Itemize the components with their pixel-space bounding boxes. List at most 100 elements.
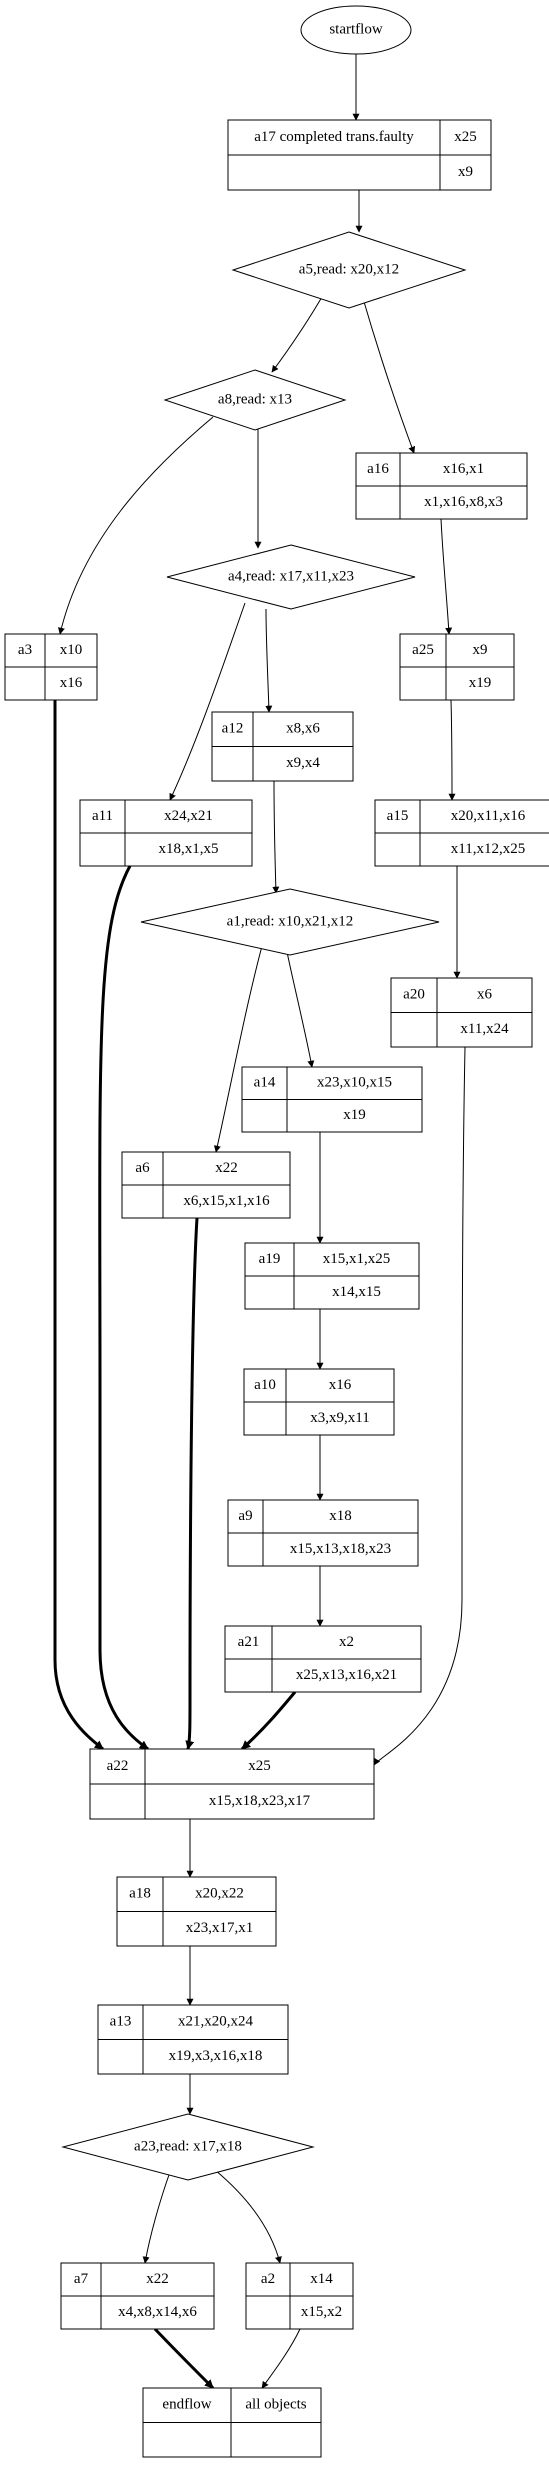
node-a9-top: x18 bbox=[329, 1508, 352, 1524]
decision-a1-label: a1,read: x10,x21,x12 bbox=[227, 913, 354, 929]
node-a11-bottom: x18,x1,x5 bbox=[159, 841, 219, 857]
decision-a4-shape bbox=[166, 544, 416, 610]
edge-a4-to-a12 bbox=[265, 608, 273, 713]
node-a9-label: a9 bbox=[238, 1508, 252, 1524]
nodes-layer: startflow a17 completed trans.faulty x25 x9… bbox=[4, 5, 549, 2458]
decision-a23: a23,read: x17,x18 bbox=[61, 2113, 315, 2181]
edge-a5-to-a16 bbox=[361, 294, 416, 454]
node-a11: a11 x24,x21 x18,x1,x5 bbox=[79, 799, 253, 867]
node-a22-top: x25 bbox=[248, 1758, 271, 1774]
node-a22-label: a22 bbox=[107, 1758, 129, 1774]
node-a3-top: x10 bbox=[60, 642, 83, 658]
edge-a7-to-endflow bbox=[153, 2327, 215, 2390]
decision-a8: a8,read: x13 bbox=[163, 369, 347, 431]
node-endflow: endflow all objects bbox=[142, 2387, 322, 2458]
node-a2-label: a2 bbox=[261, 2271, 275, 2287]
edge-a23-to-a2 bbox=[214, 2169, 282, 2264]
edge-a20-to-a22 bbox=[373, 1046, 466, 1766]
node-a7-label: a7 bbox=[74, 2271, 89, 2287]
node-a6-top: x22 bbox=[215, 1160, 238, 1176]
node-a20: a20 x6 x11,x24 bbox=[390, 977, 533, 1048]
node-a15-label: a15 bbox=[387, 808, 409, 824]
node-a20-top: x6 bbox=[477, 987, 493, 1003]
node-a16-label: a16 bbox=[367, 461, 389, 477]
node-a3-label: a3 bbox=[18, 642, 32, 658]
node-a18: a18 x20,x22 x23,x17,x1 bbox=[116, 1876, 277, 1947]
node-a25-bottom: x19 bbox=[469, 675, 492, 691]
edge-a23-to-a7 bbox=[142, 2171, 171, 2264]
node-a21-label: a21 bbox=[238, 1634, 260, 1650]
node-a22: a22 x25 x15,x18,x23,x17 bbox=[89, 1748, 375, 1820]
node-a13-top: x21,x20,x24 bbox=[178, 2014, 254, 2030]
node-a11-top: x24,x21 bbox=[164, 808, 213, 824]
node-a15: a15 x20,x11,x16 x11,x12,x25 bbox=[374, 799, 549, 867]
decision-a5-shape bbox=[231, 231, 467, 309]
node-a7-bottom: x4,x8,x14,x6 bbox=[118, 2304, 197, 2320]
node-a21-top: x2 bbox=[339, 1634, 354, 1650]
edge-a16-to-a25 bbox=[440, 518, 453, 635]
node-a15-bottom: x11,x12,x25 bbox=[451, 841, 525, 857]
node-a13-label: a13 bbox=[110, 2014, 132, 2030]
node-a25-top: x9 bbox=[473, 642, 488, 658]
node-a12-label: a12 bbox=[222, 721, 244, 737]
node-a21: a21 x2 x25,x13,x16,x21 bbox=[224, 1625, 422, 1693]
edge-a8-to-a3 bbox=[58, 416, 214, 635]
node-a16-top: x16,x1 bbox=[443, 461, 484, 477]
node-a7: a7 x22 x4,x8,x14,x6 bbox=[60, 2262, 215, 2330]
decision-a1-shape bbox=[140, 888, 440, 956]
node-a9: a9 x18 x15,x13,x18,x23 bbox=[227, 1499, 419, 1567]
edge-a2-to-endflow bbox=[261, 2328, 301, 2389]
decision-a1: a1,read: x10,x21,x12 bbox=[140, 888, 440, 956]
decision-a8-shape bbox=[163, 369, 347, 431]
node-a18-top: x20,x22 bbox=[195, 1886, 244, 1902]
node-a6-label: a6 bbox=[135, 1160, 150, 1176]
decision-a23-shape bbox=[61, 2113, 315, 2181]
start-node: startflow bbox=[300, 5, 412, 55]
node-a19-top: x15,x1,x25 bbox=[323, 1251, 391, 1267]
node-a18-bottom: x23,x17,x1 bbox=[186, 1920, 254, 1936]
decision-a4-label: a4,read: x17,x11,x23 bbox=[228, 568, 354, 584]
node-a21-bottom: x25,x13,x16,x21 bbox=[296, 1667, 397, 1683]
edge-a3-to-a22 bbox=[53, 700, 104, 1751]
node-a9-bottom: x15,x13,x18,x23 bbox=[290, 1541, 391, 1557]
node-a22-bottom: x15,x18,x23,x17 bbox=[209, 1793, 311, 1809]
node-a10-bottom: x3,x9,x11 bbox=[310, 1410, 369, 1426]
node-a18-label: a18 bbox=[129, 1886, 151, 1902]
edge-a11-to-a22 bbox=[98, 865, 149, 1751]
edge-a12-to-a1 bbox=[272, 780, 280, 894]
edge-a5-to-a8 bbox=[271, 289, 327, 373]
node-a20-label: a20 bbox=[403, 987, 425, 1003]
edge-a25-to-a15 bbox=[448, 699, 456, 801]
edge-a4-to-a11 bbox=[169, 602, 246, 801]
edge-a6-to-a22 bbox=[185, 1217, 199, 1750]
node-a7-top: x22 bbox=[146, 2271, 169, 2287]
node-a17-top: x25 bbox=[454, 129, 477, 145]
decision-a8-label: a8,read: x13 bbox=[218, 391, 292, 407]
node-a17-bottom: x9 bbox=[458, 164, 473, 180]
node-endflow-label: endflow bbox=[162, 2397, 211, 2413]
decision-a4: a4,read: x17,x11,x23 bbox=[166, 544, 416, 610]
edge-a21-to-a22 bbox=[240, 1691, 297, 1751]
node-a15-top: x20,x11,x16 bbox=[451, 808, 526, 824]
node-a2-top: x14 bbox=[310, 2271, 333, 2287]
node-a19-bottom: x14,x15 bbox=[332, 1284, 381, 1300]
node-endflow-top: all objects bbox=[245, 2397, 306, 2413]
node-a19: a19 x15,x1,x25 x14,x15 bbox=[244, 1242, 420, 1310]
edge-a1-to-a14 bbox=[286, 951, 315, 1068]
node-a14-label: a14 bbox=[254, 1075, 276, 1091]
node-a20-bottom: x11,x24 bbox=[460, 1021, 509, 1037]
node-a17-label: a17 completed trans.faulty bbox=[254, 129, 414, 145]
node-a19-label: a19 bbox=[259, 1251, 281, 1267]
node-a11-label: a11 bbox=[92, 808, 113, 824]
node-a14-top: x23,x10,x15 bbox=[317, 1075, 392, 1091]
